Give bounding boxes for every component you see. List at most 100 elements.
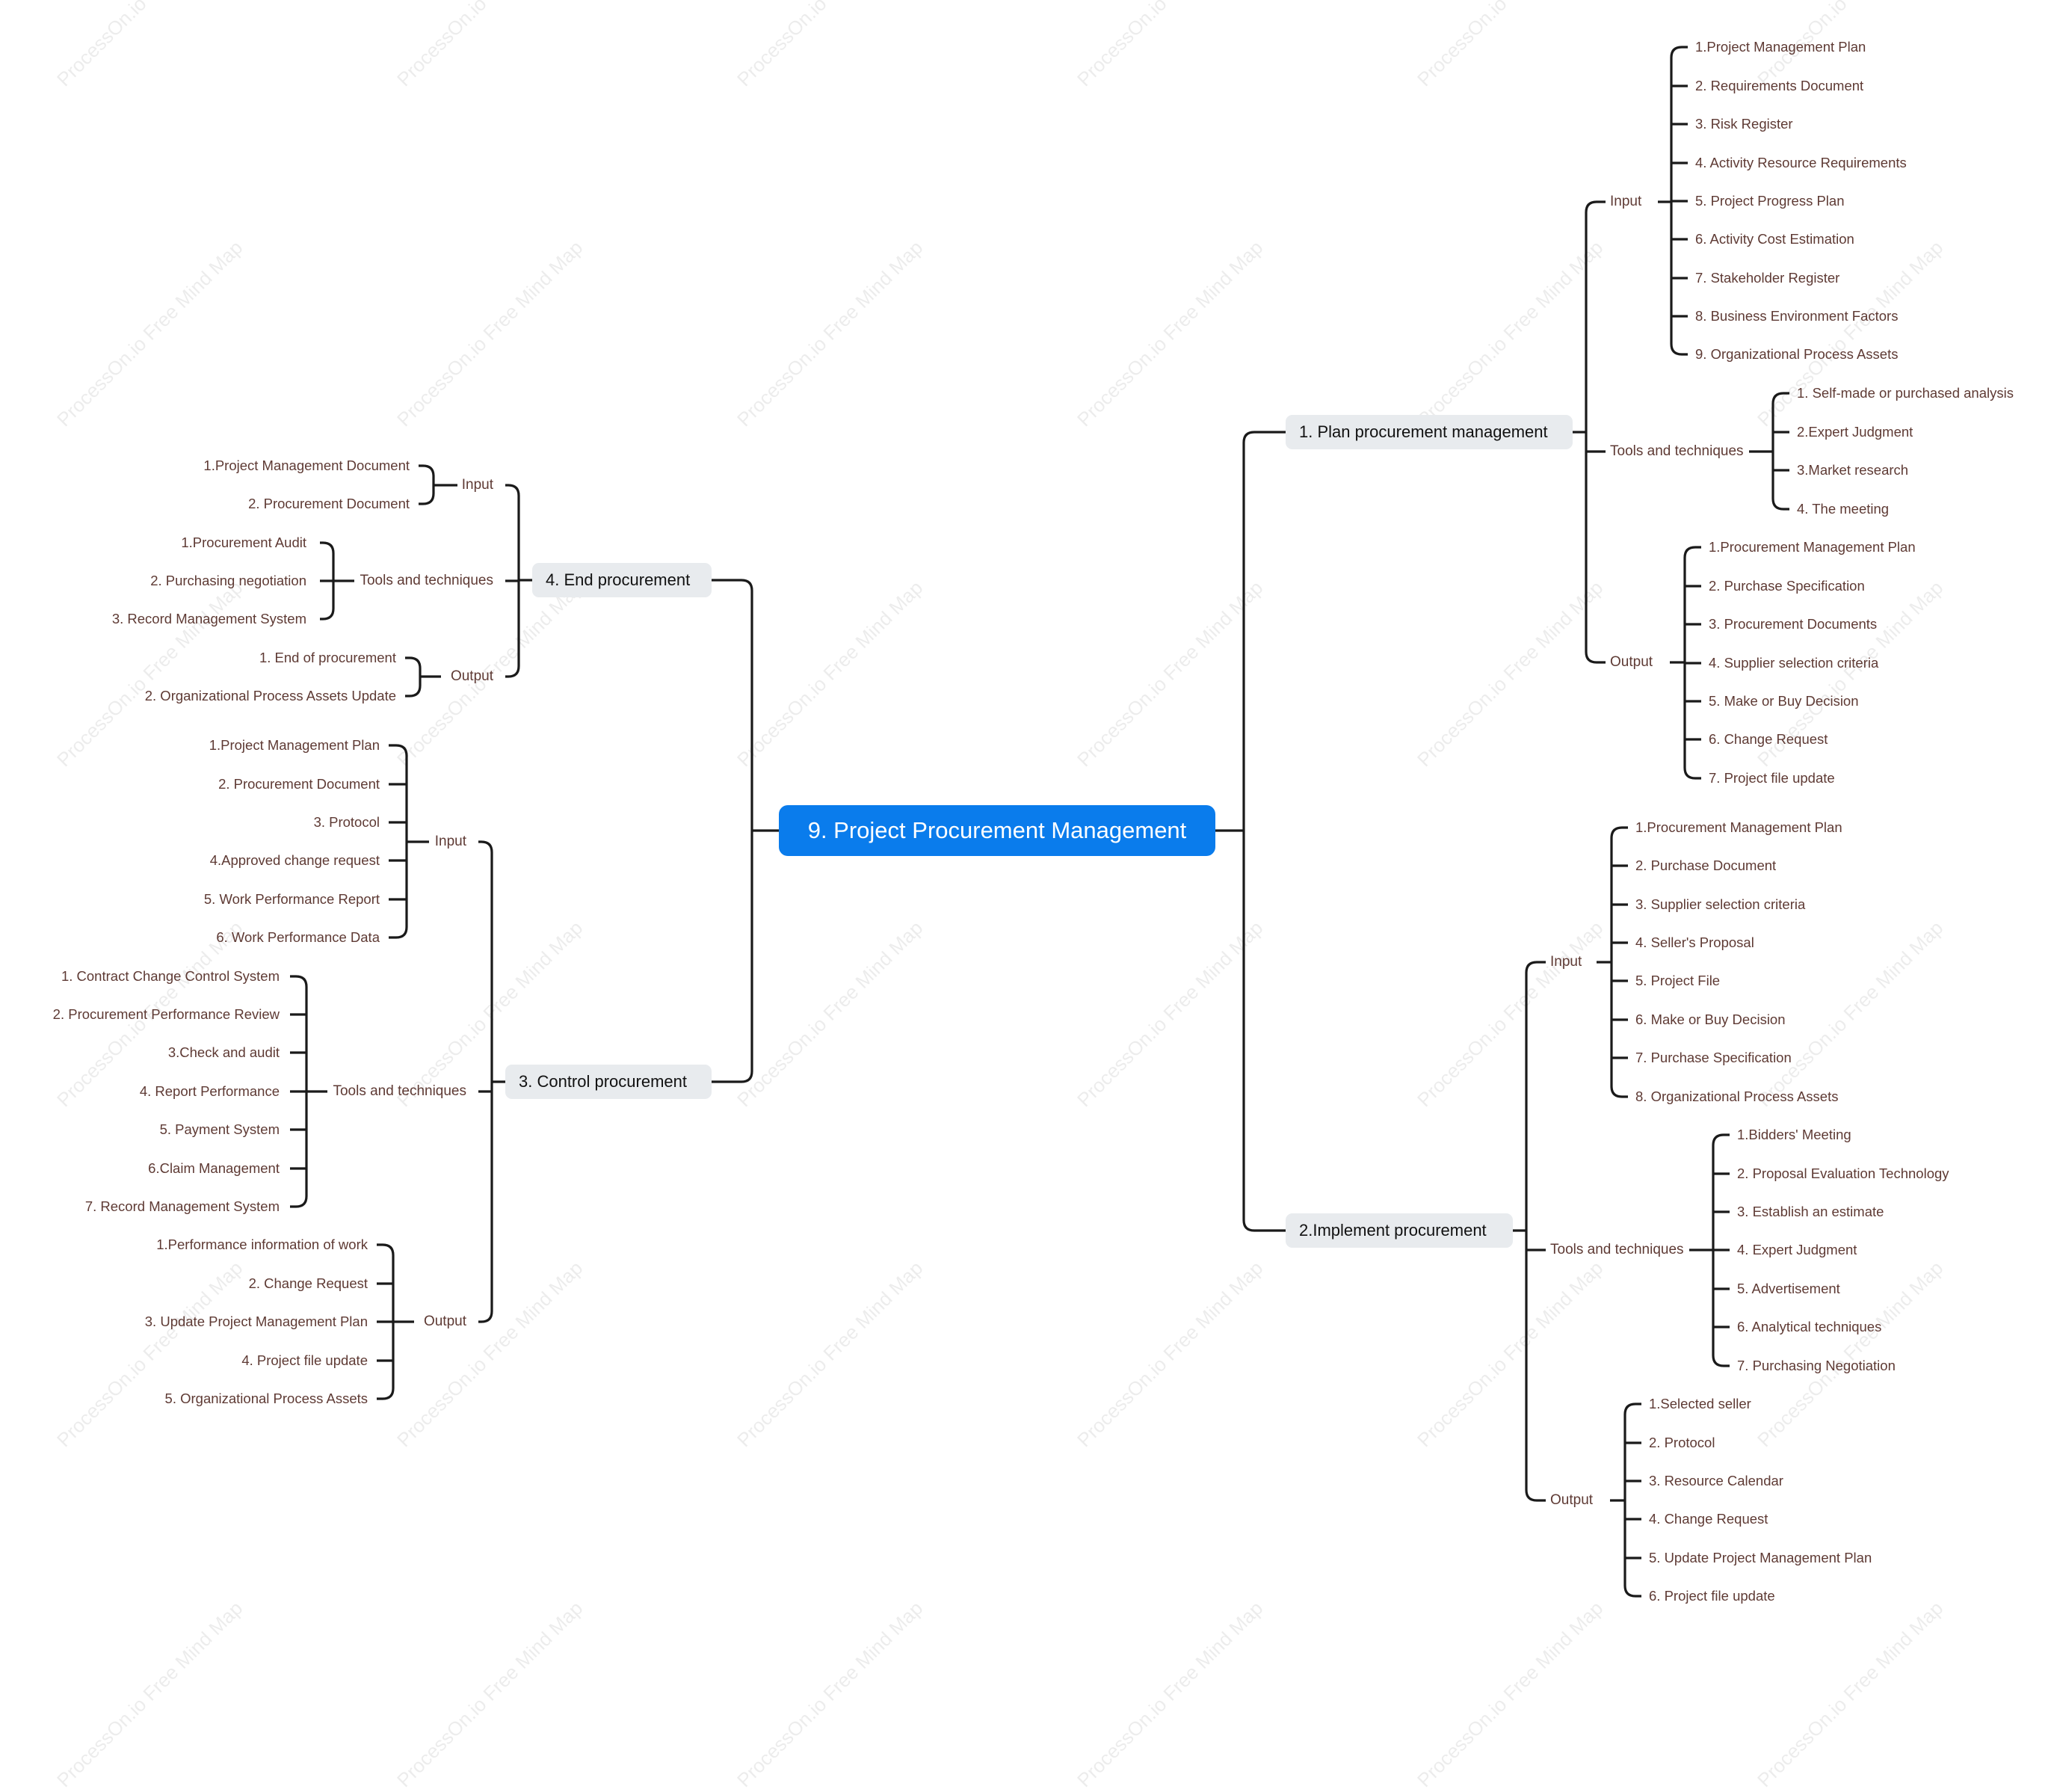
leaf[interactable]: 7. Purchase Specification bbox=[1635, 1050, 1792, 1065]
leaf[interactable]: 4. Project file update bbox=[241, 1352, 368, 1368]
leaf[interactable]: 2. Procurement Performance Review bbox=[52, 1006, 280, 1022]
plan-input-label[interactable]: Input bbox=[1610, 194, 1642, 209]
leaf[interactable]: 8. Organizational Process Assets bbox=[1635, 1089, 1839, 1104]
plan-output bbox=[1683, 546, 1701, 662]
leaf[interactable]: 6. Project file update bbox=[1649, 1588, 1775, 1604]
implement-input-label[interactable]: Input bbox=[1550, 954, 1582, 970]
plan-tools-label[interactable]: Tools and techniques bbox=[1610, 443, 1744, 459]
leaf[interactable]: 1. Self-made or purchased analysis bbox=[1797, 385, 2014, 401]
leaf[interactable]: 2. Procurement Document bbox=[218, 776, 380, 792]
implement-output-label[interactable]: Output bbox=[1550, 1492, 1594, 1508]
leaf[interactable]: 2. Protocol bbox=[1649, 1435, 1715, 1450]
leaf[interactable]: 2. Proposal Evaluation Technology bbox=[1737, 1166, 1949, 1181]
leaf[interactable]: 3.Market research bbox=[1797, 462, 1909, 478]
leaf[interactable]: 2. Purchasing negotiation bbox=[150, 573, 306, 588]
end-tools-label[interactable]: Tools and techniques bbox=[360, 573, 493, 588]
topic-implement-procurement[interactable]: 2.Implement procurement bbox=[1286, 1213, 1513, 1248]
leaf[interactable]: 6. Work Performance Data bbox=[216, 929, 380, 945]
control-groups bbox=[478, 1082, 493, 1323]
implement-groups bbox=[1525, 1231, 1546, 1502]
plan-tools bbox=[1771, 452, 1789, 511]
leaf[interactable]: 3. Update Project Management Plan bbox=[144, 1314, 368, 1329]
leaf[interactable]: 1.Selected seller bbox=[1649, 1396, 1751, 1411]
topic-plan-procurement[interactable]: 1. Plan procurement management bbox=[1286, 415, 1573, 449]
topic-control-procurement[interactable]: 3. Control procurement bbox=[505, 1065, 712, 1099]
leaf[interactable]: 2. Requirements Document bbox=[1695, 78, 1864, 93]
root-left bbox=[712, 831, 753, 1083]
end-output-label[interactable]: Output bbox=[450, 668, 493, 684]
leaf[interactable]: 1.Performance information of work bbox=[156, 1237, 368, 1252]
root-right bbox=[1242, 431, 1286, 831]
leaf[interactable]: 4. Report Performance bbox=[139, 1083, 280, 1099]
leaf[interactable]: 3. Supplier selection criteria bbox=[1635, 896, 1806, 912]
leaf[interactable]: 6.Claim Management bbox=[148, 1160, 280, 1176]
control-output-label[interactable]: Output bbox=[423, 1314, 466, 1329]
control-input-label[interactable]: Input bbox=[434, 834, 466, 849]
leaf[interactable]: 1.Procurement Audit bbox=[181, 535, 306, 550]
leaf[interactable]: 4. Seller's Proposal bbox=[1635, 935, 1754, 950]
leaf[interactable]: 4. Expert Judgment bbox=[1737, 1242, 1857, 1257]
end-groups bbox=[505, 484, 520, 580]
leaf[interactable]: 3. Record Management System bbox=[111, 611, 306, 626]
root-left bbox=[712, 579, 753, 831]
leaf[interactable]: 5. Project File bbox=[1635, 973, 1721, 988]
leaf[interactable]: 9. Organizational Process Assets bbox=[1695, 346, 1899, 362]
leaf[interactable]: 1.Project Management Document bbox=[203, 458, 410, 473]
leaf[interactable]: 1.Procurement Management Plan bbox=[1709, 539, 1916, 555]
leaf[interactable]: 5. Advertisement bbox=[1737, 1281, 1840, 1296]
control-tools-label[interactable]: Tools and techniques bbox=[333, 1083, 466, 1099]
leaf[interactable]: 5. Organizational Process Assets bbox=[164, 1391, 368, 1406]
end-output bbox=[405, 656, 422, 677]
leaf[interactable]: 1. Contract Change Control System bbox=[61, 968, 280, 984]
implement-output bbox=[1623, 1402, 1641, 1500]
leaf[interactable]: 5. Work Performance Report bbox=[203, 891, 380, 907]
leaf[interactable]: 6. Analytical techniques bbox=[1737, 1319, 1882, 1334]
implement-tools bbox=[1712, 1133, 1730, 1250]
root-topic[interactable]: 9. Project Procurement Management bbox=[779, 805, 1215, 856]
plan-tools bbox=[1771, 392, 1789, 452]
leaf[interactable]: 1.Project Management Plan bbox=[1695, 39, 1866, 55]
leaf[interactable]: 3. Risk Register bbox=[1695, 116, 1793, 132]
leaf[interactable]: 2. Organizational Process Assets Update bbox=[144, 688, 396, 703]
leaf[interactable]: 6. Change Request bbox=[1709, 731, 1828, 747]
leaf[interactable]: 4. The meeting bbox=[1797, 501, 1890, 517]
leaf[interactable]: 7. Record Management System bbox=[84, 1198, 280, 1214]
leaf[interactable]: 3. Resource Calendar bbox=[1649, 1473, 1783, 1488]
leaf[interactable]: 1.Procurement Management Plan bbox=[1635, 819, 1842, 835]
end-input bbox=[419, 485, 435, 505]
leaf[interactable]: 2. Purchase Specification bbox=[1709, 578, 1865, 594]
leaf[interactable]: 5. Project Progress Plan bbox=[1695, 193, 1845, 209]
leaf[interactable]: 4.Approved change request bbox=[209, 852, 380, 868]
leaf[interactable]: 7. Purchasing Negotiation bbox=[1737, 1358, 1896, 1373]
leaf[interactable]: 5. Payment System bbox=[159, 1121, 280, 1137]
leaf[interactable]: 8. Business Environment Factors bbox=[1695, 308, 1899, 324]
leaf[interactable]: 5. Update Project Management Plan bbox=[1649, 1550, 1872, 1565]
leaf[interactable]: 3. Protocol bbox=[313, 814, 380, 830]
control-tools bbox=[290, 1091, 308, 1208]
leaf[interactable]: 5. Make or Buy Decision bbox=[1709, 693, 1859, 709]
plan-output-label[interactable]: Output bbox=[1610, 654, 1653, 670]
leaf[interactable]: 3. Procurement Documents bbox=[1709, 616, 1878, 632]
leaf[interactable]: 3. Establish an estimate bbox=[1737, 1204, 1884, 1219]
end-output bbox=[405, 677, 422, 698]
topic-end-procurement[interactable]: 4. End procurement bbox=[532, 563, 712, 597]
leaf[interactable]: 2. Change Request bbox=[248, 1275, 368, 1291]
leaf[interactable]: 7. Stakeholder Register bbox=[1695, 270, 1840, 286]
leaf[interactable]: 3.Check and audit bbox=[167, 1044, 280, 1060]
plan-input bbox=[1670, 46, 1688, 202]
leaf[interactable]: 6. Activity Cost Estimation bbox=[1695, 231, 1854, 247]
end-groups bbox=[505, 580, 520, 678]
leaf[interactable]: 1.Bidders' Meeting bbox=[1737, 1127, 1851, 1142]
implement-tools-label[interactable]: Tools and techniques bbox=[1550, 1242, 1684, 1257]
leaf[interactable]: 2. Purchase Document bbox=[1635, 857, 1777, 873]
leaf[interactable]: 2. Procurement Document bbox=[248, 496, 410, 511]
leaf[interactable]: 4. Activity Resource Requirements bbox=[1695, 155, 1907, 170]
leaf[interactable]: 1. End of procurement bbox=[259, 650, 396, 665]
leaf[interactable]: 1.Project Management Plan bbox=[209, 737, 380, 753]
leaf[interactable]: 2.Expert Judgment bbox=[1797, 424, 1913, 440]
leaf[interactable]: 4. Change Request bbox=[1649, 1511, 1768, 1527]
end-input-label[interactable]: Input bbox=[461, 477, 493, 493]
leaf[interactable]: 7. Project file update bbox=[1709, 770, 1835, 786]
leaf[interactable]: 6. Make or Buy Decision bbox=[1635, 1012, 1786, 1027]
leaf[interactable]: 4. Supplier selection criteria bbox=[1709, 655, 1879, 671]
